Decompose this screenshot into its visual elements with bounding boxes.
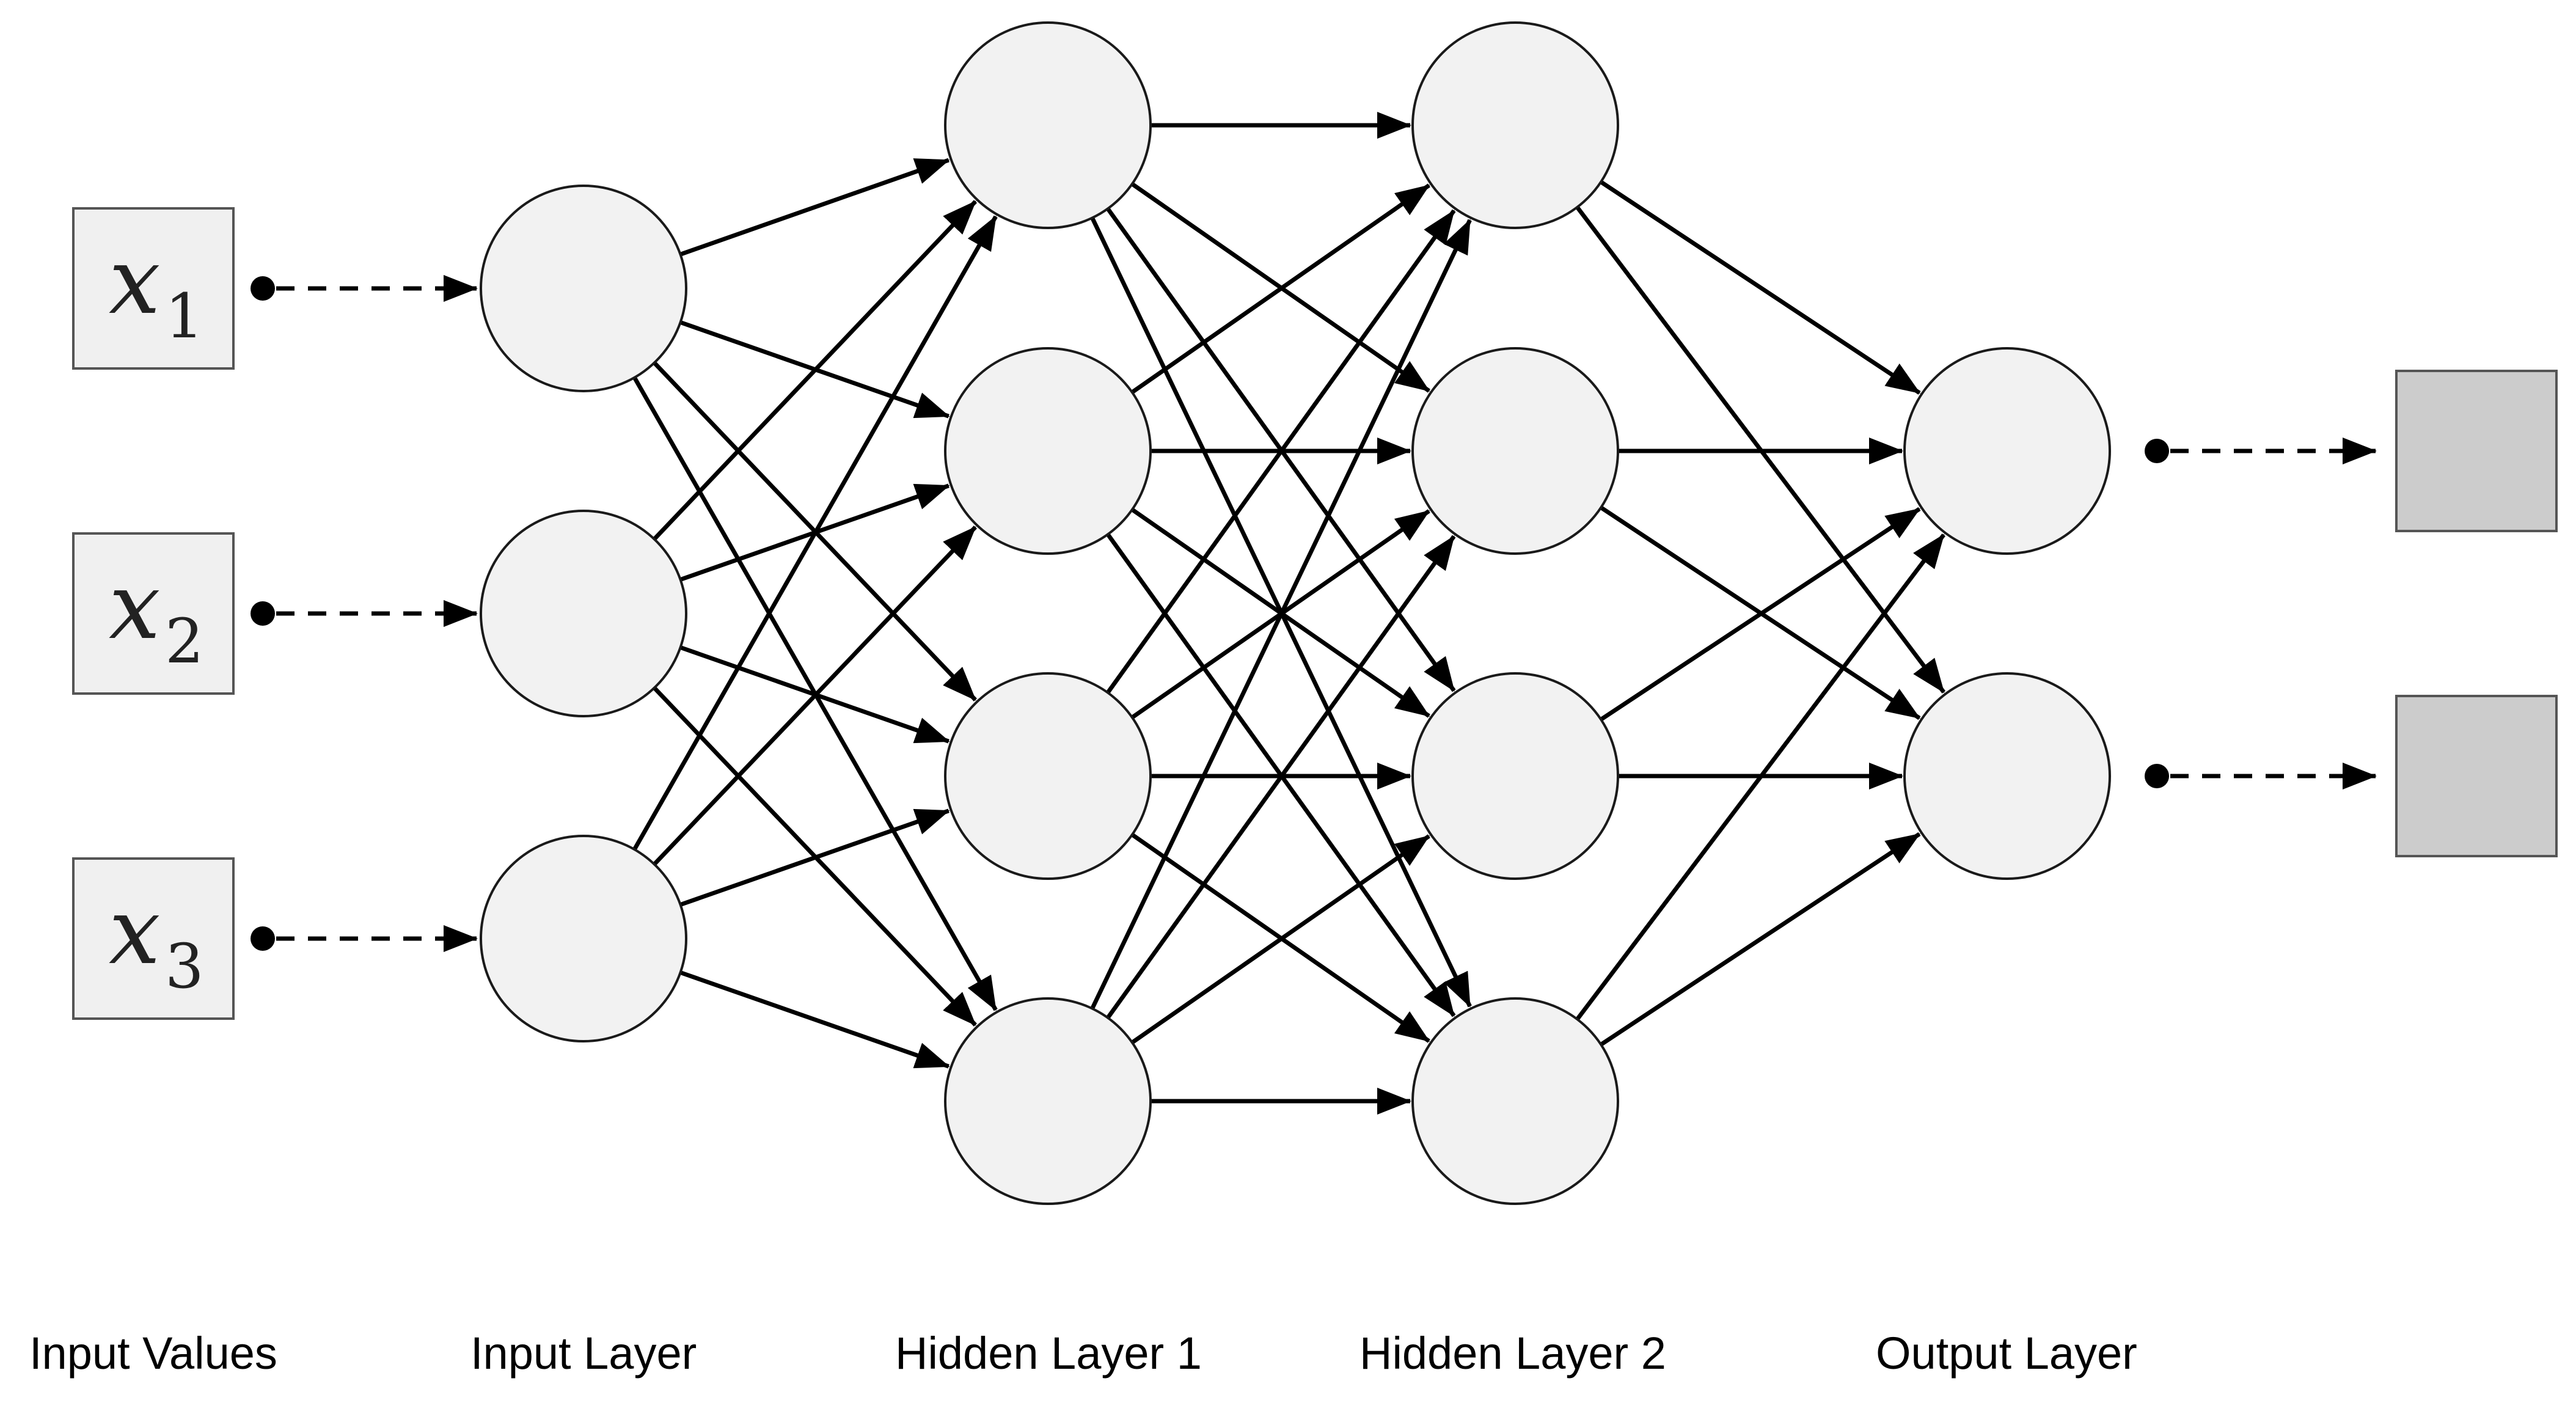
connection-edge xyxy=(1130,183,1430,394)
connection-edge xyxy=(632,215,998,851)
connection-edge xyxy=(679,970,950,1069)
connection-edge xyxy=(1575,533,1945,1021)
connection-edge xyxy=(679,808,950,907)
input-value-box-1 xyxy=(72,207,235,370)
input-variable-subscript-2: 2 xyxy=(165,606,204,677)
input-dot xyxy=(251,601,275,626)
connection-edge xyxy=(679,158,950,257)
hidden-layer-2-neuron-1 xyxy=(1411,21,1619,229)
connection-edge xyxy=(1090,219,1472,1010)
hidden-layer-1-neuron-2 xyxy=(944,347,1152,555)
connection-edge xyxy=(1106,535,1456,1019)
input-value-box-2 xyxy=(72,532,235,695)
output-layer-neuron-2 xyxy=(1903,672,2111,880)
hidden-layer-2-neuron-4 xyxy=(1411,997,1619,1205)
input-variable-2: x xyxy=(109,554,161,660)
connection-edge xyxy=(1106,209,1456,694)
label-hidden-layer-2: Hidden Layer 2 xyxy=(1359,1328,1666,1379)
output-value-box-2 xyxy=(2395,695,2558,857)
input-variable-1: x xyxy=(109,229,161,335)
input-variable-subscript-3: 3 xyxy=(165,931,204,1002)
neurons xyxy=(480,21,2111,1205)
connection-edge xyxy=(653,200,978,541)
label-input-values: Input Values xyxy=(29,1328,277,1379)
hidden-layer-1-neuron-4 xyxy=(944,997,1152,1205)
hidden-layer-2-neuron-2 xyxy=(1411,347,1619,555)
input-dot xyxy=(251,926,275,951)
input-layer-neuron-2 xyxy=(480,510,687,717)
connection-edge xyxy=(1130,834,1430,1044)
connection-edge xyxy=(1600,507,1921,722)
input-dot xyxy=(251,276,275,301)
input-value-box-3 xyxy=(72,857,235,1020)
connection-edge xyxy=(1600,180,1921,395)
hidden-layer-2-neuron-3 xyxy=(1411,672,1619,880)
input-layer-neuron-1 xyxy=(480,185,687,392)
connections xyxy=(632,112,1946,1115)
input-variable-3: x xyxy=(109,879,161,985)
hidden-layer-1-neuron-3 xyxy=(944,672,1152,880)
output-layer-neuron-1 xyxy=(1903,347,2111,555)
input-variable-subscript-1: 1 xyxy=(165,280,204,352)
label-input-layer: Input Layer xyxy=(470,1328,697,1379)
hidden-layer-1-neuron-1 xyxy=(944,21,1152,229)
output-dot xyxy=(2145,439,2169,463)
label-hidden-layer-1: Hidden Layer 1 xyxy=(895,1328,1202,1379)
input-layer-neuron-3 xyxy=(480,835,687,1042)
connection-edge xyxy=(1600,832,1921,1047)
connection-edge xyxy=(653,526,977,866)
output-value-box-1 xyxy=(2395,370,2558,532)
layer-labels: Input Values Input Layer Hidden Layer 1 … xyxy=(29,1328,2137,1379)
label-output-layer: Output Layer xyxy=(1876,1328,2137,1379)
output-dot xyxy=(2145,764,2169,788)
